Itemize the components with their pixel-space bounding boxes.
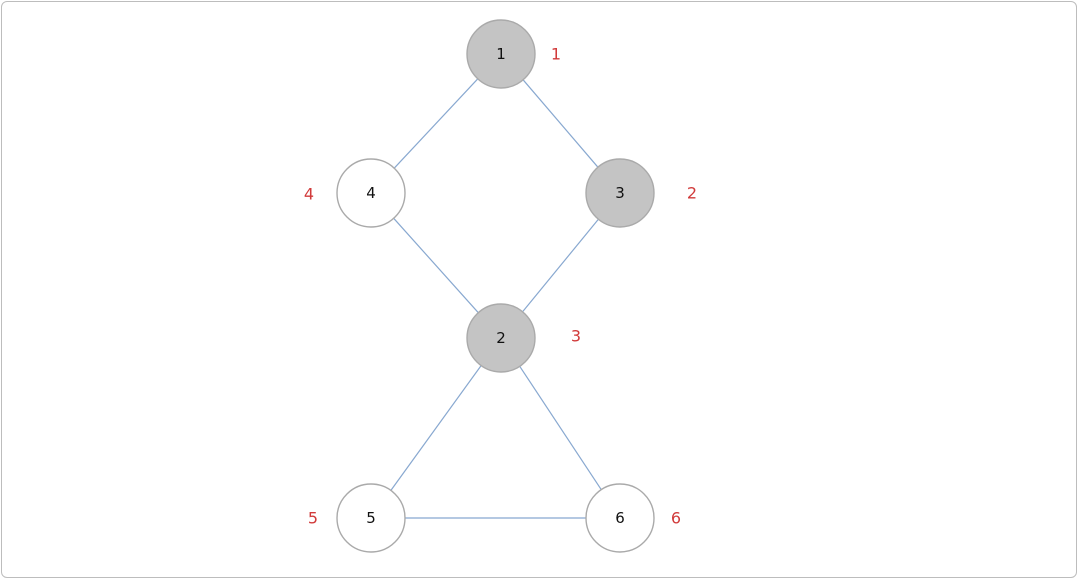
- order-label-1: 1: [551, 45, 561, 64]
- edges-layer: [390, 78, 602, 519]
- order-label-3: 2: [687, 184, 697, 203]
- node-label-1: 1: [496, 45, 506, 63]
- edge-1-3: [522, 79, 599, 168]
- node-circle-6: [585, 483, 655, 553]
- node-label-2: 2: [496, 329, 506, 347]
- node-circle-4: [336, 158, 406, 228]
- edge-2-6: [519, 366, 602, 490]
- edge-1-4: [393, 78, 479, 169]
- node-circle-2: [466, 303, 536, 373]
- node-circle-1: [466, 19, 536, 89]
- order-label-4: 4: [304, 185, 314, 204]
- order-label-6: 6: [671, 509, 681, 528]
- node-4: 44: [304, 158, 406, 228]
- node-label-6: 6: [615, 509, 625, 527]
- order-label-2: 3: [571, 327, 581, 346]
- node-circle-5: [336, 483, 406, 553]
- edge-4-2: [393, 217, 479, 314]
- edge-3-2: [522, 218, 599, 313]
- node-circle-3: [585, 158, 655, 228]
- edge-2-5: [390, 365, 482, 491]
- node-label-5: 5: [366, 509, 376, 527]
- order-label-5: 5: [308, 509, 318, 528]
- node-label-4: 4: [366, 184, 376, 202]
- node-5: 55: [308, 483, 406, 553]
- node-label-3: 3: [615, 184, 625, 202]
